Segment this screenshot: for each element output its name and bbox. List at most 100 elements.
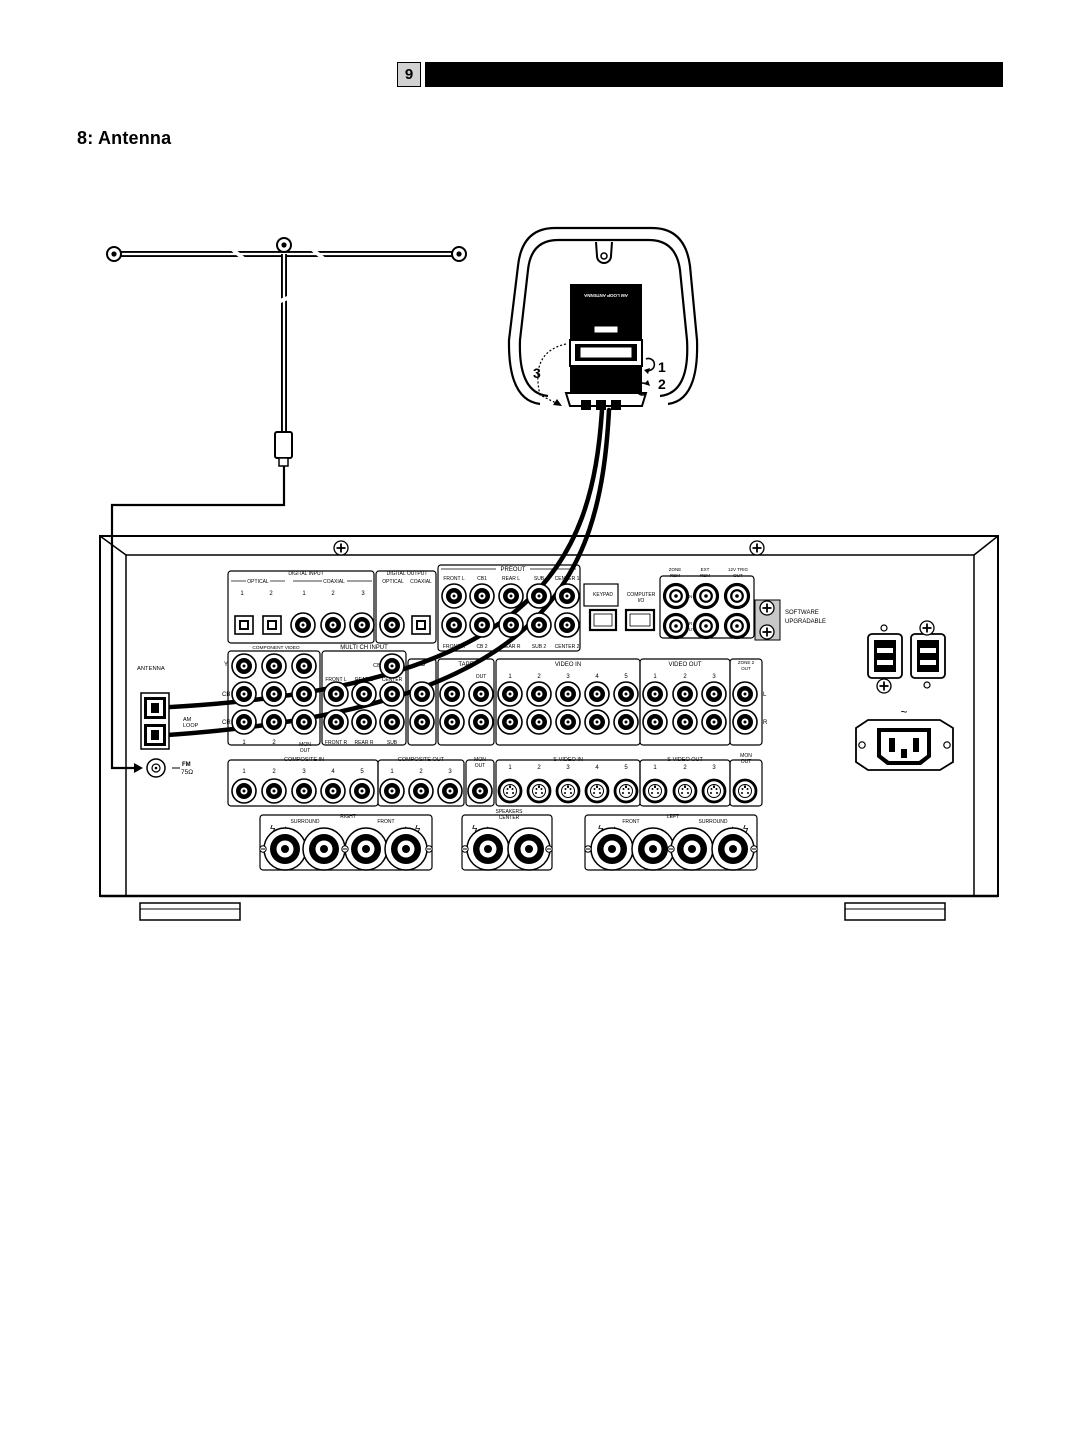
- composite-out-jack[interactable]: [437, 778, 463, 804]
- ir-label: IR: [688, 621, 693, 626]
- loop-label: LOOP: [183, 723, 199, 729]
- s-video-in-jack[interactable]: [613, 778, 639, 804]
- s-video-in-jack[interactable]: [584, 778, 610, 804]
- composite-out-jack[interactable]: [379, 778, 405, 804]
- audio-jack[interactable]: [409, 681, 435, 707]
- video-in-jack[interactable]: [584, 681, 610, 707]
- ir-out-jack[interactable]: [692, 612, 720, 640]
- composite-in-jack[interactable]: [291, 778, 317, 804]
- s-video-mon-out-jack[interactable]: [732, 778, 758, 804]
- s-video-in-jack[interactable]: [526, 778, 552, 804]
- component-video-jack[interactable]: [291, 681, 317, 707]
- preout-jack[interactable]: [469, 583, 495, 609]
- trig-out-jack[interactable]: [723, 612, 751, 640]
- composite-out-jack[interactable]: [408, 778, 434, 804]
- preout-jack[interactable]: [498, 612, 524, 638]
- preout-jack[interactable]: [526, 583, 552, 609]
- audio-jack[interactable]: [409, 709, 435, 735]
- video-out-jack[interactable]: [701, 709, 727, 735]
- video-in-jack[interactable]: [584, 709, 610, 735]
- video-out-jack[interactable]: [672, 709, 698, 735]
- component-video-jack[interactable]: [261, 681, 287, 707]
- optical-input-jack[interactable]: [262, 615, 282, 635]
- zone2-out-jack[interactable]: [732, 681, 758, 707]
- preout-jack[interactable]: [469, 612, 495, 638]
- multi-ch-jack[interactable]: [351, 709, 377, 735]
- speaker-binding-post[interactable]: [302, 827, 346, 871]
- audio-jack[interactable]: [439, 709, 465, 735]
- multi-ch-jack[interactable]: [323, 709, 349, 735]
- video-out-jack[interactable]: [672, 681, 698, 707]
- coaxial-output-jack[interactable]: [379, 612, 405, 638]
- ir-in-label: IN: [688, 594, 693, 599]
- outlet-screw-icon: [876, 678, 892, 694]
- preout-jack[interactable]: [441, 612, 467, 638]
- audio-jack[interactable]: [468, 709, 494, 735]
- composite-in-jack[interactable]: [320, 778, 346, 804]
- multi-ch-jack[interactable]: [323, 681, 349, 707]
- video-in-jack[interactable]: [613, 681, 639, 707]
- video-in-jack[interactable]: [555, 709, 581, 735]
- multi-ch-jack[interactable]: [351, 681, 377, 707]
- video-out-jack[interactable]: [642, 681, 668, 707]
- comp-cb-label: CB: [222, 692, 230, 698]
- composite-in-num: 1: [242, 769, 246, 775]
- s-video-out-jack[interactable]: [672, 778, 698, 804]
- speaker-binding-post[interactable]: [466, 827, 510, 871]
- speaker-binding-post[interactable]: [384, 827, 428, 871]
- s-video-in-jack[interactable]: [497, 778, 523, 804]
- audio-jack[interactable]: [439, 681, 465, 707]
- mon-out-label-3: OUT: [741, 759, 752, 765]
- preout-jack[interactable]: [526, 612, 552, 638]
- component-video-jack[interactable]: [261, 709, 287, 735]
- preout-jack[interactable]: [554, 583, 580, 609]
- component-video-jack[interactable]: [291, 709, 317, 735]
- coaxial-input-jack[interactable]: [349, 612, 375, 638]
- fm-ohm-label: 75Ω: [181, 769, 193, 776]
- software-label: SOFTWARE: [785, 610, 819, 616]
- ir-out-jack[interactable]: [662, 612, 690, 640]
- video-out-jack[interactable]: [701, 681, 727, 707]
- optical-input-jack[interactable]: [234, 615, 254, 635]
- zone-rem-jack[interactable]: [662, 582, 690, 610]
- video-in-jack[interactable]: [526, 681, 552, 707]
- video-in-jack[interactable]: [497, 709, 523, 735]
- trig-out-jack[interactable]: [723, 582, 751, 610]
- s-video-in-jack[interactable]: [555, 778, 581, 804]
- composite-in-jack[interactable]: [349, 778, 375, 804]
- coaxial-input-jack[interactable]: [290, 612, 316, 638]
- composite-in-jack[interactable]: [261, 778, 287, 804]
- component-video-jack[interactable]: [231, 681, 257, 707]
- component-video-jack[interactable]: [231, 653, 257, 679]
- multi-ch-cb-jack[interactable]: [379, 653, 405, 679]
- multi-ch-jack[interactable]: [379, 709, 405, 735]
- speaker-binding-post[interactable]: [344, 827, 388, 871]
- preout-jack[interactable]: [554, 612, 580, 638]
- composite-mon-out-jack[interactable]: [467, 778, 493, 804]
- video-out-jack[interactable]: [642, 709, 668, 735]
- video-in-jack[interactable]: [613, 709, 639, 735]
- optical-output-jack[interactable]: [411, 615, 431, 635]
- video-in-jack[interactable]: [526, 709, 552, 735]
- ext-rem-jack[interactable]: [692, 582, 720, 610]
- video-in-jack[interactable]: [497, 681, 523, 707]
- speaker-binding-post[interactable]: [590, 827, 634, 871]
- composite-in-jack[interactable]: [231, 778, 257, 804]
- multi-ch-jack[interactable]: [379, 681, 405, 707]
- component-video-jack[interactable]: [261, 653, 287, 679]
- preout-jack[interactable]: [498, 583, 524, 609]
- preout-jack[interactable]: [441, 583, 467, 609]
- s-video-in-num: 4: [595, 765, 599, 771]
- coaxial-input-jack[interactable]: [320, 612, 346, 638]
- zone2-out-jack[interactable]: [732, 709, 758, 735]
- s-video-out-jack[interactable]: [642, 778, 668, 804]
- speaker-binding-post[interactable]: [263, 827, 307, 871]
- speaker-binding-post[interactable]: [670, 827, 714, 871]
- audio-jack[interactable]: [468, 681, 494, 707]
- speaker-binding-post[interactable]: [507, 827, 551, 871]
- speaker-binding-post[interactable]: [711, 827, 755, 871]
- s-video-out-jack[interactable]: [701, 778, 727, 804]
- video-in-jack[interactable]: [555, 681, 581, 707]
- component-video-jack[interactable]: [231, 709, 257, 735]
- component-video-jack[interactable]: [291, 653, 317, 679]
